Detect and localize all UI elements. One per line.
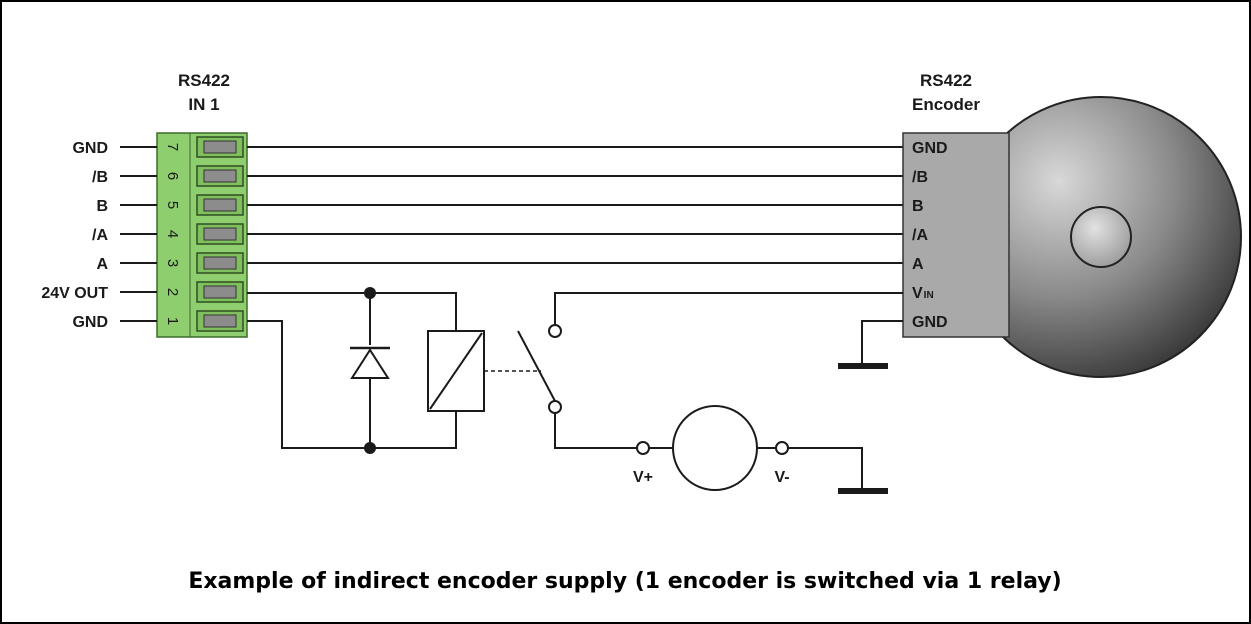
relay-switch-blade <box>517 330 556 402</box>
terminal-pin-number: 2 <box>164 288 181 296</box>
encoder-pin-label: B <box>912 198 924 215</box>
terminal-pin-number: 6 <box>164 172 181 180</box>
supply-minus-terminal <box>775 441 789 455</box>
terminal-screw <box>203 314 237 328</box>
encoder-ground-wire <box>861 320 903 366</box>
encoder-pin-label: VIN <box>912 285 934 302</box>
encoder-pin-label: A <box>912 256 924 273</box>
terminal-signal-label: GND <box>72 140 108 157</box>
encoder-pin-label: /A <box>912 227 928 244</box>
encoder-title-line1: RS422 <box>920 71 972 90</box>
terminal-pin-number: 5 <box>164 201 181 209</box>
supply-ground-wire <box>788 447 863 491</box>
terminal-signal-label: /A <box>92 227 108 244</box>
terminal-screw <box>203 169 237 183</box>
supply-minus-label: V- <box>774 469 789 486</box>
relay-coil-diagonal <box>429 332 483 410</box>
encoder-pin-label: GND <box>912 314 948 331</box>
terminal-signal-label: GND <box>72 314 108 331</box>
supply-plus-label: V+ <box>633 469 653 486</box>
relay-contact-top <box>548 324 562 338</box>
ground-return-wire <box>247 320 457 449</box>
encoder-pin-label: /B <box>912 169 928 186</box>
relay-contact-bottom <box>548 400 562 414</box>
signal-wires <box>247 146 903 264</box>
terminal-slots <box>196 136 244 332</box>
terminal-screw <box>203 256 237 270</box>
terminal-screw <box>203 140 237 154</box>
encoder-title-line2: Encoder <box>912 95 980 114</box>
terminal-signal-label: /B <box>92 169 108 186</box>
encoder-pin-labels: GND/B B/A A VIN GND <box>912 140 948 331</box>
terminal-signal-label: 24V OUT <box>41 285 108 302</box>
terminal-signal-label: B <box>96 198 108 215</box>
switch-to-supply-wire <box>554 413 637 449</box>
terminal-screw <box>203 285 237 299</box>
terminal-signal-labels: GND/B B/A A 24V OUT GND <box>41 140 157 331</box>
terminal-pin-number: 3 <box>164 259 181 267</box>
terminal-screw <box>203 198 237 212</box>
encoder-shaft-hub <box>1070 206 1132 268</box>
terminal-signal-label: A <box>96 256 108 273</box>
encoder-pin-subscript: IN <box>924 290 934 301</box>
diagram-caption: Example of indirect encoder supply (1 en… <box>188 569 1061 594</box>
freewheel-diode <box>350 348 390 379</box>
terminal-pin-number: 1 <box>164 317 181 325</box>
terminal-title-line1: RS422 <box>178 71 230 90</box>
encoder-pin-label: GND <box>912 140 948 157</box>
terminal-pin-number: 7 <box>164 143 181 151</box>
terminal-title-line2: IN 1 <box>188 95 219 114</box>
external-supply-symbol <box>672 405 758 491</box>
terminal-pin-number: 4 <box>164 230 181 238</box>
terminal-screw <box>203 227 237 241</box>
encoder-connector <box>902 132 1010 338</box>
junction-dot-bottom <box>364 442 376 454</box>
terminal-pin-numbers: 7 6 5 4 3 2 1 <box>164 143 181 325</box>
junction-dot-top <box>364 287 376 299</box>
supply-plus-terminal <box>636 441 650 455</box>
supply-24v-wire <box>247 292 457 331</box>
encoder-vin-wire <box>554 292 903 325</box>
